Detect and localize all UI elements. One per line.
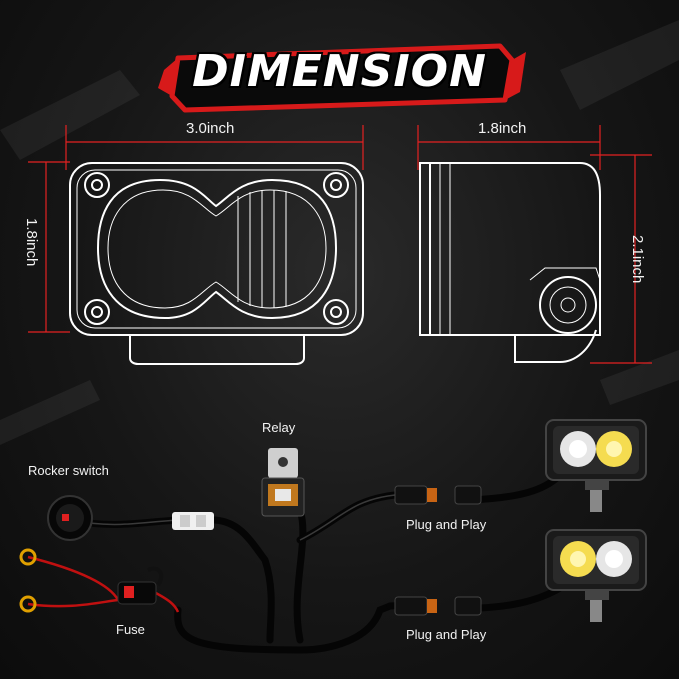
switch-connector bbox=[172, 512, 214, 530]
side-view-outline bbox=[419, 162, 601, 363]
front-view-outline bbox=[69, 162, 364, 365]
relay-label: Relay bbox=[262, 420, 296, 435]
front-width-label: 3.0inch bbox=[186, 120, 235, 137]
front-dimension-lines bbox=[28, 125, 364, 333]
front-height-label: 1.8inch bbox=[23, 218, 40, 267]
title-container: DIMENSION bbox=[0, 46, 679, 97]
plug-and-play-label-1: Plug and Play bbox=[406, 517, 487, 532]
side-width-label: 1.8inch bbox=[478, 120, 527, 137]
wire-highlights bbox=[69, 494, 396, 541]
side-dimension-lines bbox=[417, 125, 652, 364]
fuse-label: Fuse bbox=[116, 622, 145, 637]
rocker-switch-label: Rocker switch bbox=[28, 463, 109, 478]
relay-unit bbox=[261, 448, 305, 517]
light-pod-1 bbox=[545, 419, 647, 512]
rocker-switch-body bbox=[47, 495, 93, 541]
dt-connectors bbox=[394, 485, 482, 616]
page-title: DIMENSION bbox=[192, 46, 487, 97]
background-texture bbox=[0, 20, 679, 445]
plug-and-play-label-2: Plug and Play bbox=[406, 627, 487, 642]
side-height-label: 2.1inch bbox=[629, 235, 646, 284]
title-banner bbox=[158, 43, 526, 113]
light-pod-2 bbox=[545, 529, 647, 622]
fuse-holder bbox=[117, 566, 164, 605]
ring-terminals bbox=[19, 548, 37, 613]
